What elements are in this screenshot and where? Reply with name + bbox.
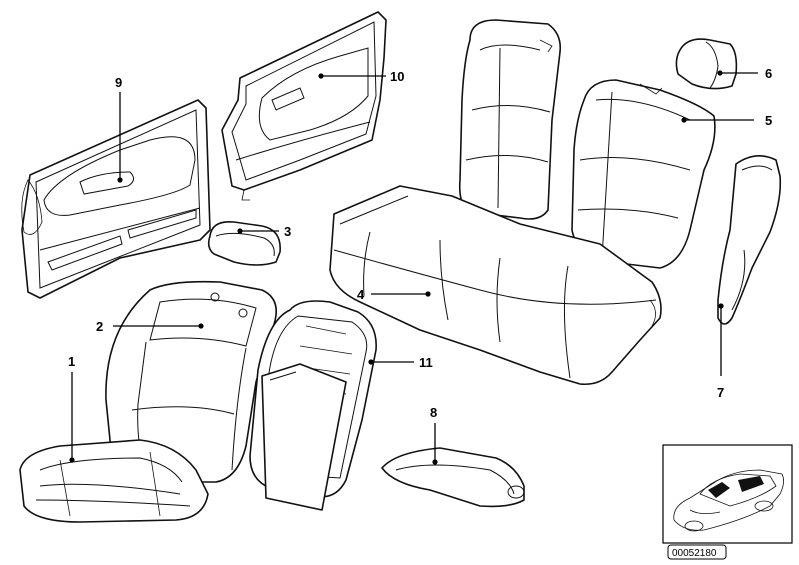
car-thumbnail: 00052180	[662, 444, 793, 560]
rear-backrest-left	[458, 19, 562, 220]
rear-side-panel	[221, 11, 387, 201]
callout-5: 5	[765, 113, 772, 128]
reference-number: 00052180	[672, 548, 717, 559]
callout-labels: 1 2 3 4 5 6 7 8 9 10 11	[68, 66, 772, 420]
callout-8: 8	[430, 405, 437, 420]
armrest-cushion	[381, 447, 525, 508]
callout-6: 6	[765, 66, 772, 81]
callout-10: 10	[390, 69, 404, 84]
front-backrest	[105, 280, 278, 483]
callout-3: 3	[284, 224, 291, 239]
callout-2: 2	[96, 319, 103, 334]
callout-leaders	[69, 70, 758, 465]
side-bolster	[717, 155, 782, 325]
callout-1: 1	[68, 354, 75, 369]
backrest-shell	[249, 300, 377, 511]
callout-11: 11	[419, 355, 433, 370]
rear-headrest	[675, 38, 738, 90]
callout-9: 9	[115, 75, 122, 90]
callout-7: 7	[717, 385, 724, 400]
callout-4: 4	[357, 287, 365, 302]
front-seat-cushion	[19, 439, 209, 523]
rear-seat-cushion	[329, 185, 662, 386]
front-headrest	[207, 220, 281, 266]
front-door-panel	[21, 99, 211, 299]
rear-backrest-right	[571, 79, 716, 269]
